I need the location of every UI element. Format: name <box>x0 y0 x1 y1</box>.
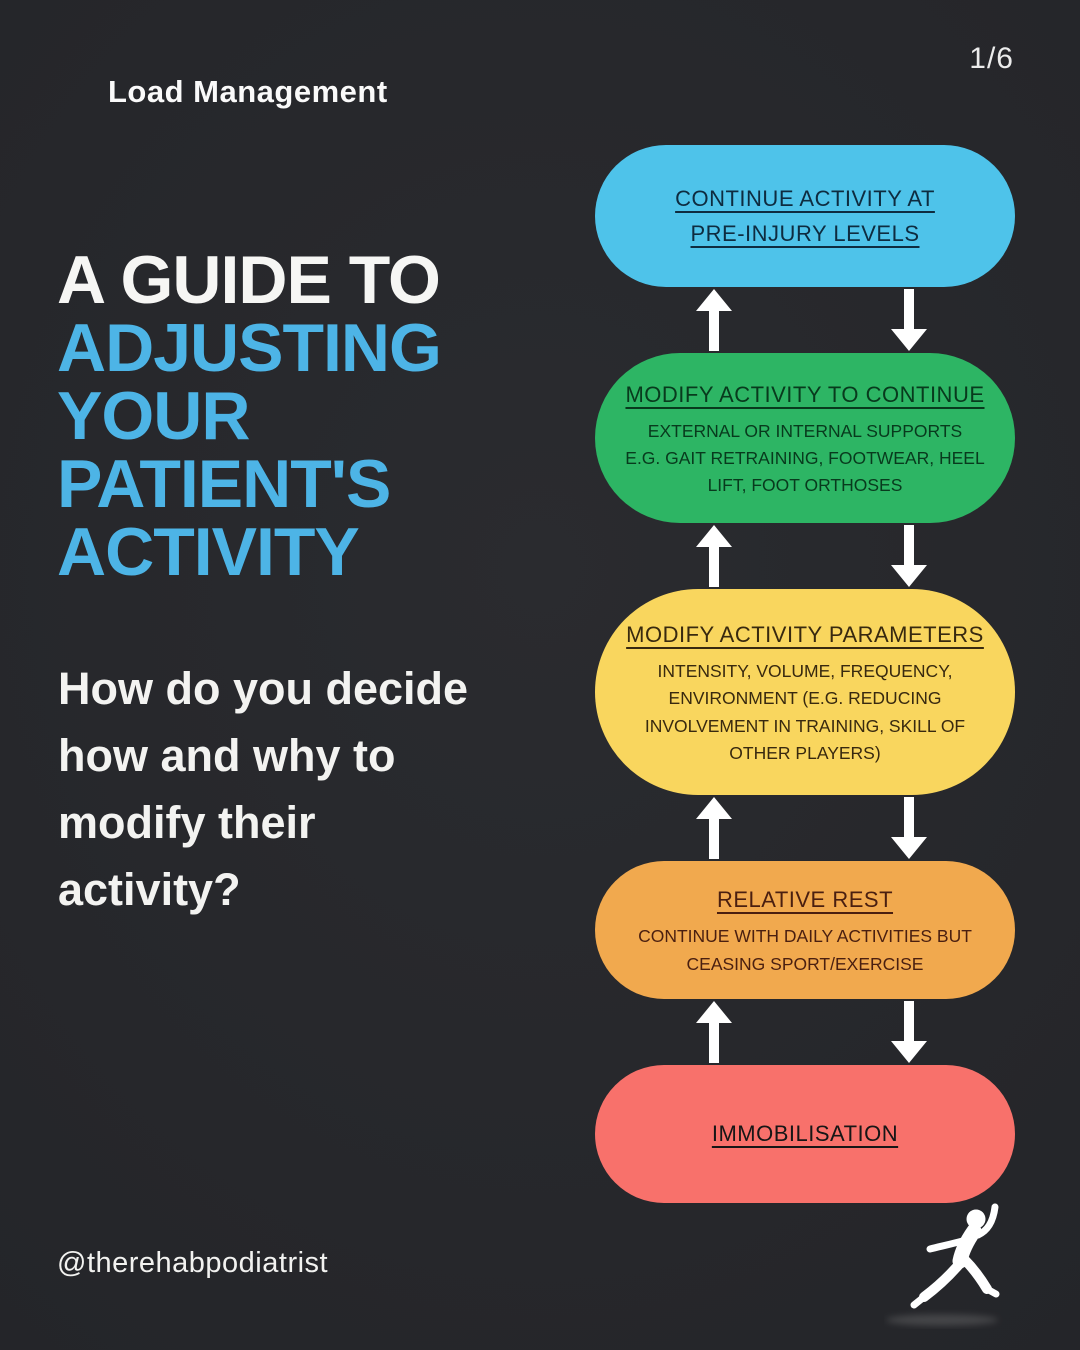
page-title: A GUIDE TO ADJUSTING YOUR PATIENT'S ACTI… <box>57 242 442 590</box>
page-number: 1/6 <box>969 42 1014 75</box>
flow-step-immobilisation: IMMOBILISATION <box>595 1065 1015 1203</box>
arrow-up-icon <box>696 797 732 859</box>
arrow-down-icon <box>891 797 927 859</box>
brand-label: Load Management <box>108 74 388 109</box>
flow-connector <box>595 523 1015 589</box>
flow-step-modify-activity-parameters: MODIFY ACTIVITY PARAMETERS INTENSITY, VO… <box>595 589 1015 795</box>
flow-connector <box>595 287 1015 353</box>
flow-step-relative-rest: RELATIVE REST CONTINUE WITH DAILY ACTIVI… <box>595 861 1015 999</box>
subtitle-line: how and why to <box>58 730 396 781</box>
arrow-down-icon <box>891 1001 927 1063</box>
flow-step-modify-activity-to-continue: MODIFY ACTIVITY TO CONTINUE EXTERNAL OR … <box>595 353 1015 523</box>
flow-step-heading: RELATIVE REST <box>716 887 894 913</box>
flowchart: CONTINUE ACTIVITY AT PRE-INJURY LEVELS M… <box>595 145 1015 1203</box>
flow-step-body: CONTINUE WITH DAILY ACTIVITIES BUT CEASI… <box>638 926 972 974</box>
flow-step-continue-activity: CONTINUE ACTIVITY AT PRE-INJURY LEVELS <box>595 145 1015 287</box>
flow-step-heading: MODIFY ACTIVITY PARAMETERS <box>626 622 984 648</box>
runner-icon <box>884 1199 1034 1334</box>
flow-connector <box>595 795 1015 861</box>
title-line-accent: PATIENT'S <box>57 446 391 522</box>
account-handle: @therehabpodiatrist <box>57 1247 329 1279</box>
subtitle-line: modify their <box>58 797 316 848</box>
arrow-down-icon <box>891 525 927 587</box>
arrow-down-icon <box>891 289 927 351</box>
flow-step-heading: IMMOBILISATION <box>711 1121 899 1147</box>
title-line-accent: ADJUSTING <box>57 310 442 386</box>
subtitle-line: How do you decide <box>58 663 469 714</box>
flow-step-body: INTENSITY, VOLUME, FREQUENCY, ENVIRONMEN… <box>644 661 966 763</box>
subtitle-question: How do you decide how and why to modify … <box>58 655 468 923</box>
flow-step-heading: MODIFY ACTIVITY TO CONTINUE <box>625 381 985 407</box>
flow-step-body: EXTERNAL OR INTERNAL SUPPORTS E.G. GAIT … <box>625 420 985 496</box>
title-line-accent: YOUR <box>57 378 250 454</box>
flow-step-heading: CONTINUE ACTIVITY AT PRE-INJURY LEVELS <box>675 185 935 246</box>
title-line-accent: ACTIVITY <box>57 514 360 590</box>
arrow-up-icon <box>696 289 732 351</box>
flow-connector <box>595 999 1015 1065</box>
title-line-white: A GUIDE TO <box>57 242 441 318</box>
arrow-up-icon <box>696 1001 732 1063</box>
arrow-up-icon <box>696 525 732 587</box>
subtitle-line: activity? <box>58 864 241 915</box>
